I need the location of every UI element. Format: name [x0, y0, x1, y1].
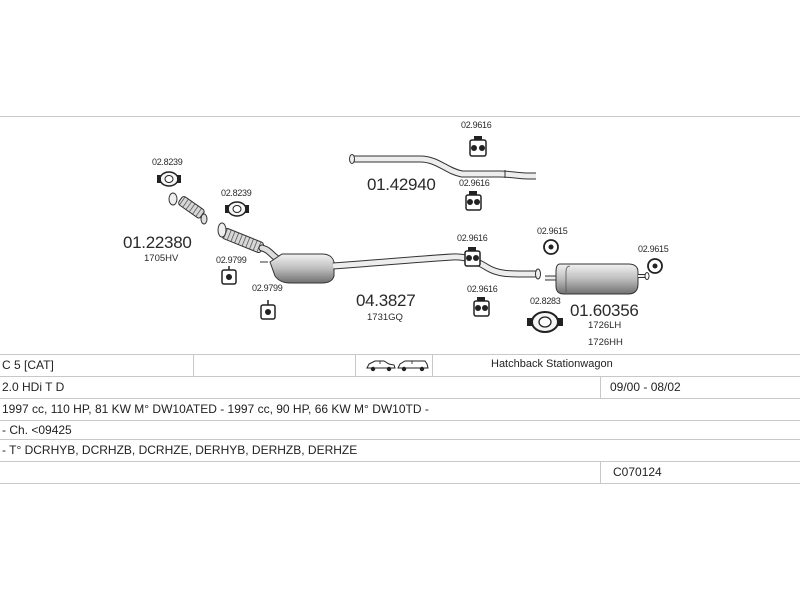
- rear-muffler-part[interactable]: [545, 263, 650, 295]
- exhaust-diagram: [157, 136, 663, 333]
- body-types: Hatchback Stationwagon: [491, 358, 613, 370]
- model-row: C 5 [CAT] Hatchback Stationwagon: [0, 354, 800, 377]
- clamp-02-9799-a-label: 02.9799: [216, 255, 247, 265]
- top-rule: [0, 116, 800, 117]
- clamp-02-9799-b-label: 02.9799: [252, 283, 283, 293]
- gasket-02-8239-b-label: 02.8239: [221, 188, 252, 198]
- tail-pipe-part[interactable]: [349, 154, 537, 180]
- production-years: 09/00 - 08/02: [610, 380, 681, 394]
- catalog-code: C070124: [613, 465, 662, 479]
- vehicle-info-table: C 5 [CAT] Hatchback Stationwagon 2.0 HDi…: [0, 354, 800, 484]
- engine-row: 2.0 HDi T D 09/00 - 08/02: [0, 377, 800, 399]
- hanger-02-9616-a-label: 02.9616: [461, 120, 492, 130]
- column-divider: [600, 462, 601, 483]
- engine-types: - T° DCRHYB, DCRHZB, DCRHZE, DERHYB, DER…: [2, 443, 358, 457]
- gasket-02-8239-b[interactable]: [225, 201, 249, 217]
- chassis-row: - Ch. <09425: [0, 421, 800, 440]
- hanger-02-9615-a[interactable]: [543, 239, 559, 255]
- estate-car-icon: [397, 358, 429, 374]
- hanger-02-9616-c-label: 02.9616: [457, 233, 488, 243]
- chassis-info: - Ch. <09425: [2, 423, 72, 437]
- front-pipe-code: 1705HV: [144, 253, 179, 264]
- catalyst-part[interactable]: [217, 222, 541, 284]
- catalyst-code: 1731GQ: [367, 312, 403, 323]
- gasket-02-8239-a-label: 02.8239: [152, 157, 183, 167]
- rear-muffler-code-2: 1726HH: [588, 337, 623, 348]
- hanger-02-9616-c[interactable]: [464, 247, 481, 267]
- clamp-02-9799-a[interactable]: [221, 266, 237, 285]
- front-pipe-number: 01.22380: [123, 233, 192, 252]
- model-name: C 5 [CAT]: [2, 358, 54, 372]
- hanger-02-9615-b-label: 02.9615: [638, 244, 669, 254]
- engine-specs: 1997 cc, 110 HP, 81 KW M° DW10ATED - 199…: [2, 402, 429, 416]
- gasket-02-8239-a[interactable]: [157, 171, 181, 187]
- hanger-02-9616-d[interactable]: [473, 297, 490, 317]
- catalog-row: C070124: [0, 462, 800, 484]
- catalyst-number: 04.3827: [356, 291, 416, 310]
- hatchback-car-icon: [366, 358, 396, 374]
- hanger-02-9616-a[interactable]: [469, 136, 487, 157]
- hanger-02-9615-b[interactable]: [647, 258, 663, 274]
- column-divider: [193, 355, 194, 376]
- gasket-02-8283[interactable]: [527, 311, 563, 333]
- engine-name: 2.0 HDi T D: [2, 380, 65, 394]
- hanger-02-9616-d-label: 02.9616: [467, 284, 498, 294]
- hanger-02-9616-b[interactable]: [465, 191, 482, 211]
- hanger-02-9616-b-label: 02.9616: [459, 178, 490, 188]
- hanger-02-9615-a-label: 02.9615: [537, 226, 568, 236]
- tail-pipe-number: 01.42940: [367, 175, 436, 194]
- specs-row: 1997 cc, 110 HP, 81 KW M° DW10ATED - 199…: [0, 399, 800, 421]
- gasket-02-8283-label: 02.8283: [530, 296, 561, 306]
- column-divider: [355, 355, 356, 376]
- rear-muffler-code-1: 1726LH: [588, 320, 622, 331]
- types-row: - T° DCRHYB, DCRHZB, DCRHZE, DERHYB, DER…: [0, 440, 800, 462]
- clamp-02-9799-b[interactable]: [260, 300, 276, 320]
- column-divider: [432, 355, 433, 376]
- column-divider: [600, 377, 601, 398]
- rear-muffler-number: 01.60356: [570, 301, 639, 320]
- front-pipe-part[interactable]: [168, 192, 208, 225]
